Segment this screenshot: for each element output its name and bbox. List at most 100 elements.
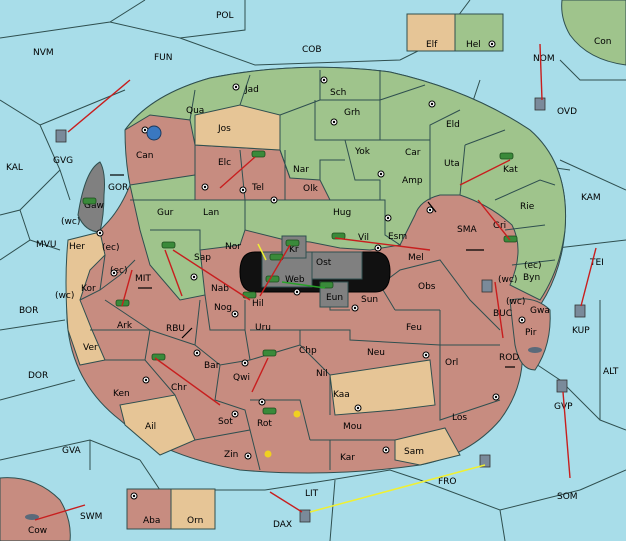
svg-text:Yok: Yok: [354, 147, 371, 157]
svg-text:OVD: OVD: [557, 107, 577, 117]
svg-text:Car: Car: [405, 148, 421, 158]
svg-text:Pir: Pir: [525, 328, 537, 338]
land-jos: [194, 104, 281, 151]
land-cow: [0, 477, 71, 541]
svg-text:Ost: Ost: [316, 258, 332, 268]
order-support-yellow-2: [257, 243, 267, 261]
svg-text:Elc: Elc: [218, 158, 231, 168]
svg-text:LIT: LIT: [305, 489, 319, 499]
svg-text:(wc): (wc): [55, 291, 74, 301]
svg-text:MVU: MVU: [36, 240, 57, 250]
land-pir-gwa: [509, 298, 551, 371]
svg-text:FUN: FUN: [154, 53, 173, 63]
svg-text:Mou: Mou: [343, 422, 362, 432]
svg-text:Sun: Sun: [361, 295, 378, 305]
svg-text:(ec): (ec): [102, 243, 120, 253]
svg-text:KAL: KAL: [6, 163, 23, 173]
svg-text:Grh: Grh: [344, 108, 360, 118]
svg-text:NVM: NVM: [33, 48, 54, 58]
land-kaa: [329, 359, 436, 416]
svg-text:BUC: BUC: [493, 309, 512, 319]
svg-text:Chr: Chr: [171, 383, 187, 393]
svg-text:Qwi: Qwi: [233, 373, 250, 383]
svg-text:Byn: Byn: [523, 273, 540, 283]
svg-text:SMA: SMA: [457, 225, 477, 235]
label-orn: Orn: [187, 516, 203, 526]
svg-text:Kaa: Kaa: [333, 390, 350, 400]
svg-text:MIT: MIT: [135, 274, 151, 284]
svg-text:Kat: Kat: [503, 165, 518, 175]
land-her-ver: [65, 231, 106, 366]
svg-text:Sot: Sot: [218, 417, 233, 427]
orders-move: [34, 43, 597, 521]
svg-text:Eld: Eld: [446, 120, 460, 130]
svg-text:Olk: Olk: [303, 184, 319, 194]
label-elf: Elf: [426, 40, 438, 50]
svg-text:Tel: Tel: [251, 183, 264, 193]
land-orn: [170, 488, 216, 530]
svg-text:Rie: Rie: [520, 202, 535, 212]
svg-text:Her: Her: [69, 242, 85, 252]
svg-text:Nab: Nab: [211, 284, 229, 294]
svg-text:RBU: RBU: [166, 324, 185, 334]
svg-text:(ec): (ec): [110, 266, 128, 276]
label-con: Con: [594, 37, 612, 47]
land-ost: [311, 251, 363, 280]
svg-text:Feu: Feu: [406, 323, 422, 333]
svg-text:KAM: KAM: [581, 193, 601, 203]
svg-text:Jos: Jos: [217, 124, 231, 134]
svg-text:COB: COB: [302, 45, 322, 55]
svg-text:Obs: Obs: [418, 282, 436, 292]
svg-text:Qua: Qua: [186, 106, 204, 116]
supply-box-aba-orn: Aba Orn: [126, 488, 216, 530]
svg-text:Uru: Uru: [255, 323, 271, 333]
svg-text:(wc): (wc): [498, 275, 517, 285]
svg-text:Esm: Esm: [388, 232, 407, 242]
svg-text:Gur: Gur: [157, 208, 174, 218]
svg-text:POL: POL: [216, 11, 234, 21]
svg-text:(wc): (wc): [61, 217, 80, 227]
star-marker: [264, 410, 301, 458]
svg-text:Mel: Mel: [408, 253, 424, 263]
svg-text:Jad: Jad: [244, 85, 259, 95]
svg-text:SWM: SWM: [80, 512, 102, 522]
svg-text:Hil: Hil: [252, 299, 264, 309]
convoy-arrows: [110, 174, 515, 368]
land-green-west: [129, 174, 246, 301]
svg-text:Los: Los: [452, 413, 467, 423]
svg-text:Nil: Nil: [316, 369, 328, 379]
svg-text:Kar: Kar: [340, 453, 355, 463]
label-gaw: Gaw: [84, 201, 104, 211]
svg-text:Sap: Sap: [194, 253, 211, 263]
svg-text:ROD: ROD: [499, 353, 519, 363]
label-aba: Aba: [143, 516, 160, 526]
svg-text:Web: Web: [285, 275, 305, 285]
supply-centers: [96, 76, 526, 460]
svg-text:Vil: Vil: [358, 233, 369, 243]
svg-text:ALT: ALT: [603, 367, 619, 377]
svg-text:NOM: NOM: [533, 54, 555, 64]
svg-text:Nog: Nog: [214, 303, 232, 313]
svg-text:Eun: Eun: [326, 293, 343, 303]
fleet-marker: [146, 125, 162, 141]
svg-text:Uta: Uta: [444, 159, 460, 169]
land-con: [561, 0, 626, 66]
order-support-green: [281, 281, 326, 289]
svg-text:Kor: Kor: [81, 284, 96, 294]
label-cow: Cow: [28, 526, 47, 536]
svg-text:Sam: Sam: [404, 447, 424, 457]
svg-text:Kr: Kr: [289, 245, 299, 255]
svg-text:Nar: Nar: [293, 165, 309, 175]
svg-text:Rot: Rot: [257, 419, 272, 429]
svg-text:Bar: Bar: [204, 361, 220, 371]
svg-text:DOR: DOR: [28, 371, 48, 381]
land-elf: [406, 13, 456, 52]
svg-text:Ver: Ver: [83, 343, 98, 353]
svg-text:Ken: Ken: [113, 389, 130, 399]
svg-text:Gwa: Gwa: [530, 306, 550, 316]
svg-text:BOR: BOR: [19, 306, 38, 316]
svg-text:(wc): (wc): [506, 297, 525, 307]
svg-text:Nor: Nor: [225, 242, 241, 252]
svg-text:Ail: Ail: [145, 422, 156, 432]
land-sam: [394, 427, 461, 466]
